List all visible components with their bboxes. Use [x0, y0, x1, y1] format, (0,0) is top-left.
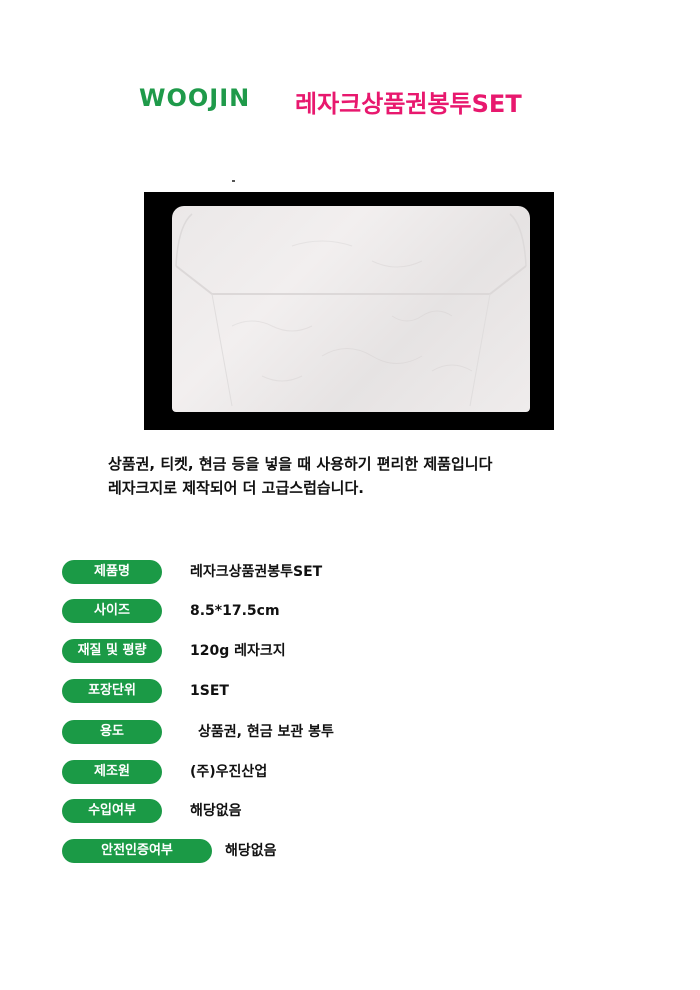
spec-value: 레자크상품권봉투SET: [190, 564, 323, 580]
product-title: 레자크상품권봉투SET: [295, 90, 522, 118]
spec-row-safety-cert: 안전인증여부 해당없음: [62, 839, 662, 863]
spec-label: 안전인증여부: [62, 839, 212, 863]
spec-label: 사이즈: [62, 599, 162, 623]
spec-value: 해당없음: [190, 803, 242, 819]
product-photo: [144, 192, 554, 430]
spec-label: 재질 및 평량: [62, 639, 162, 663]
stray-mark: [232, 180, 235, 182]
spec-label: 용도: [62, 720, 162, 744]
spec-value: 해당없음: [225, 843, 277, 859]
spec-row-material: 재질 및 평량 120g 레자크지: [62, 639, 662, 663]
spec-row-usage: 용도 상품권, 현금 보관 봉투: [62, 720, 662, 744]
spec-value: 8.5*17.5cm: [190, 603, 280, 619]
spec-value: 상품권, 현금 보관 봉투: [198, 724, 334, 740]
spec-label: 수입여부: [62, 799, 162, 823]
header: WOOJIN 레자크상품권봉투SET: [0, 84, 700, 124]
spec-value: (주)우진산업: [190, 764, 268, 780]
spec-row-manufacturer: 제조원 (주)우진산업: [62, 760, 662, 784]
spec-row-packaging: 포장단위 1SET: [62, 679, 662, 703]
spec-row-size: 사이즈 8.5*17.5cm: [62, 599, 662, 623]
envelope-image: [172, 206, 530, 412]
description-line-1: 상품권, 티켓, 현금 등을 넣을 때 사용하기 편리한 제품입니다: [108, 455, 493, 473]
spec-label: 제품명: [62, 560, 162, 584]
spec-value: 1SET: [190, 683, 229, 699]
spec-label: 제조원: [62, 760, 162, 784]
description-line-2: 레자크지로 제작되어 더 고급스럽습니다.: [108, 479, 364, 497]
product-description: 상품권, 티켓, 현금 등을 넣을 때 사용하기 편리한 제품입니다 레자크지로…: [108, 452, 628, 500]
brand-name: WOOJIN: [139, 84, 251, 112]
spec-label: 포장단위: [62, 679, 162, 703]
spec-row-import: 수입여부 해당없음: [62, 799, 662, 823]
spec-row-product-name: 제품명 레자크상품권봉투SET: [62, 560, 662, 584]
spec-value: 120g 레자크지: [190, 643, 286, 659]
